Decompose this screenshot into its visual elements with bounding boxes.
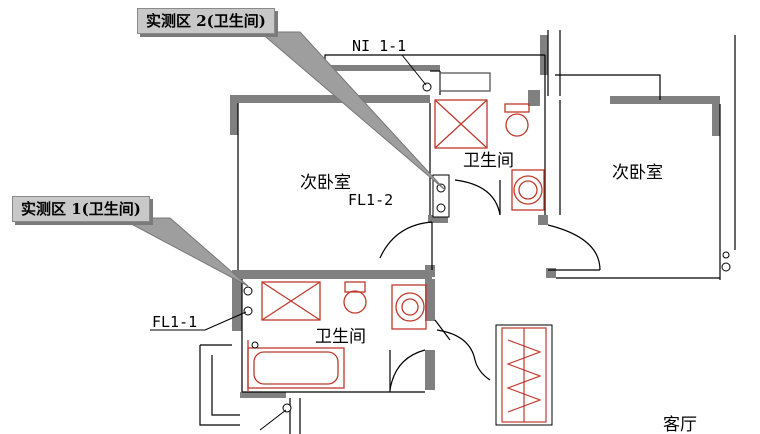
room-bath-upper: 卫生间 <box>463 151 514 171</box>
cabinet-frame <box>495 324 553 426</box>
room-bedroom-right: 次卧室 <box>612 163 663 183</box>
callout-pointers <box>119 31 446 287</box>
room-bath-lower: 卫生间 <box>315 327 366 347</box>
upper-bath-fixtures <box>434 72 545 211</box>
room-bedroom-left: 次卧室 <box>300 173 351 193</box>
tag-fl2: FL1-2 <box>348 191 393 209</box>
callout-zone-1: 实测区 1(卫生间) <box>12 196 150 222</box>
lower-bath-fixtures <box>247 281 427 392</box>
callout-zone-2: 实测区 2(卫生间) <box>137 8 275 34</box>
leader-lines <box>150 54 427 431</box>
room-living: 客厅 <box>663 415 697 434</box>
tag-nl: NI 1-1 <box>352 37 406 55</box>
cabinet <box>501 327 547 423</box>
walls <box>230 35 720 398</box>
drain-points <box>243 82 731 413</box>
tag-fl1: FL1-1 <box>152 313 197 331</box>
